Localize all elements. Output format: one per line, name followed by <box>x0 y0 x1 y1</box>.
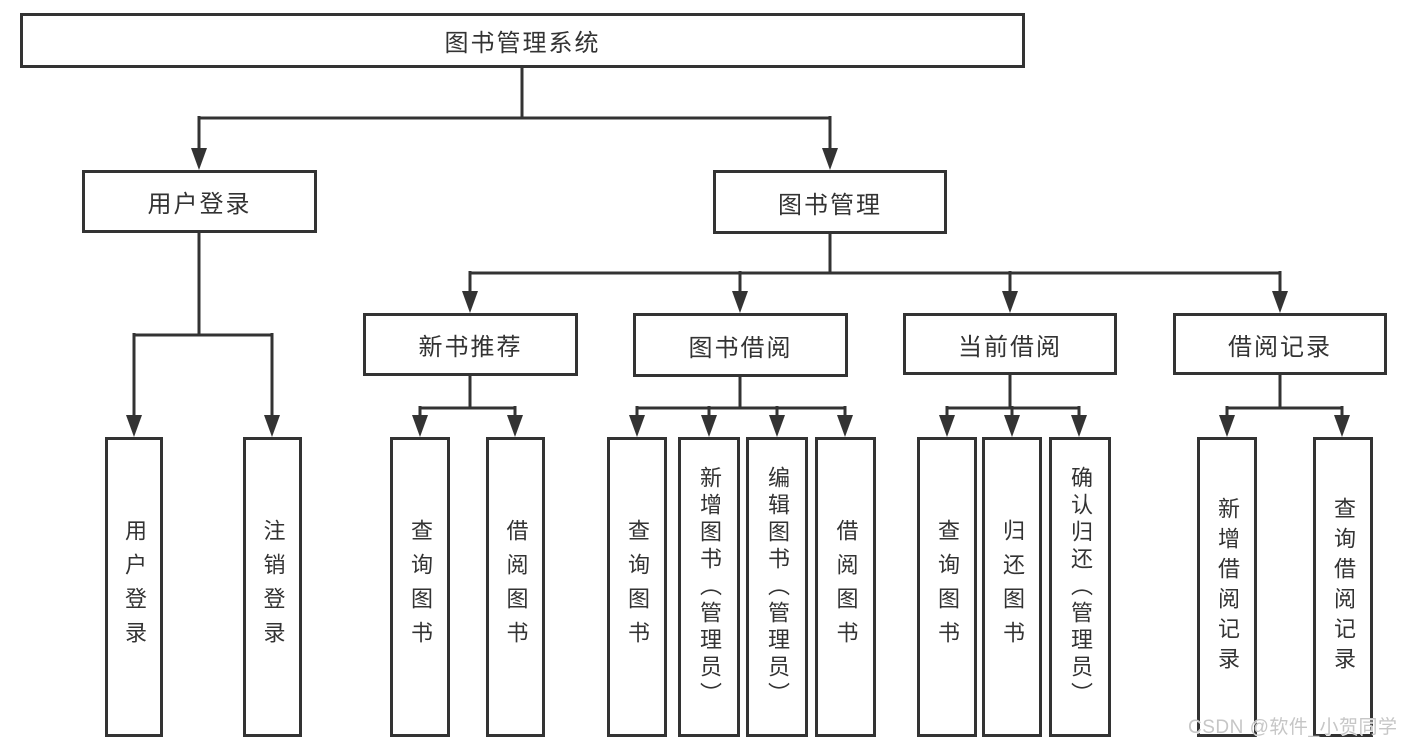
node-borrow-records: 借阅记录 <box>1173 313 1387 375</box>
leaf-add-book-admin: 新增图书（管理员） <box>678 437 740 737</box>
leaf-confirm-return-admin: 确认归还（管理员） <box>1049 437 1111 737</box>
csdn-watermark: CSDN @软件_小贺同学 <box>1188 717 1398 738</box>
leaf-recommend-query-book: 查询图书 <box>390 437 450 737</box>
leaf-add-borrow-record: 新增借阅记录 <box>1197 437 1257 737</box>
leaf-recommend-borrow-book: 借阅图书 <box>486 437 545 737</box>
node-user-login: 用户登录 <box>82 170 317 233</box>
node-new-book-recommend: 新书推荐 <box>363 313 578 376</box>
leaf-edit-book-admin: 编辑图书（管理员） <box>746 437 808 737</box>
node-current-borrow: 当前借阅 <box>903 313 1117 375</box>
leaf-borrow-book: 借阅图书 <box>815 437 876 737</box>
node-book-borrow: 图书借阅 <box>633 313 848 377</box>
leaf-borrow-query-book: 查询图书 <box>607 437 667 737</box>
leaf-user-login: 用户登录 <box>105 437 163 737</box>
node-root: 图书管理系统 <box>20 13 1025 68</box>
leaf-query-borrow-record: 查询借阅记录 <box>1313 437 1373 737</box>
leaf-return-book: 归还图书 <box>982 437 1042 737</box>
node-book-management: 图书管理 <box>713 170 947 234</box>
leaf-current-query-book: 查询图书 <box>917 437 977 737</box>
leaf-logout: 注销登录 <box>243 437 302 737</box>
